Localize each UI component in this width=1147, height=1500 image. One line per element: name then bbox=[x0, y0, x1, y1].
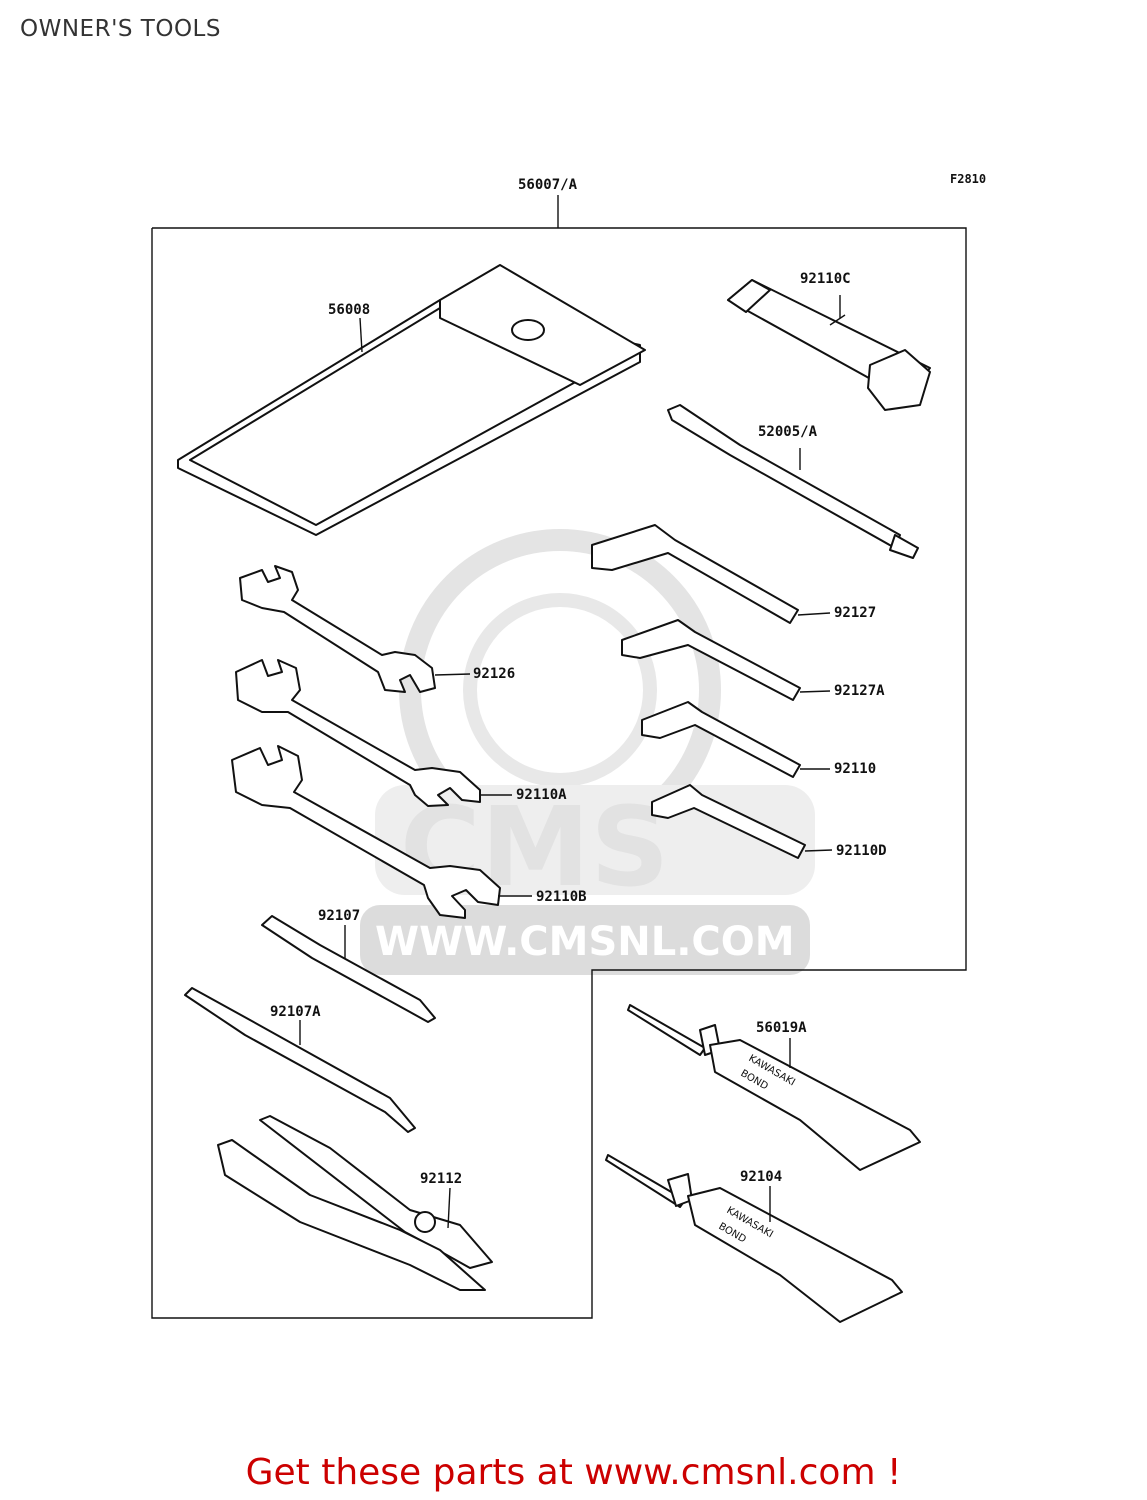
watermark: CMS WWW.CMSNL.COM bbox=[360, 529, 815, 975]
part-number-92110d: 92110D bbox=[836, 843, 887, 859]
part-number-92127a: 92127A bbox=[834, 683, 885, 699]
part-number-92112: 92112 bbox=[420, 1171, 462, 1187]
hex-key-92110d bbox=[651, 784, 833, 859]
hex-key-92127a bbox=[621, 619, 831, 701]
wrench-92110b bbox=[231, 745, 532, 919]
part-number-56008: 56008 bbox=[328, 302, 370, 318]
spark-plug-wrench bbox=[727, 279, 931, 411]
part-number-56019a: 56019A bbox=[756, 1020, 807, 1036]
screwdriver-92107a bbox=[184, 987, 416, 1133]
kit-boundary: 56007/A bbox=[151, 177, 967, 1319]
part-number-92110a: 92110A bbox=[516, 787, 567, 803]
part-number-92110b: 92110B bbox=[536, 889, 587, 905]
part-number-92127: 92127 bbox=[834, 605, 876, 621]
page-title: OWNER'S TOOLS bbox=[20, 16, 221, 42]
part-number-92104: 92104 bbox=[740, 1169, 782, 1185]
hex-key-92110 bbox=[641, 701, 830, 778]
part-number-92110c: 92110C bbox=[800, 271, 851, 287]
part-number-52005a: 52005/A bbox=[758, 424, 818, 440]
screwdriver-92107 bbox=[261, 915, 436, 1023]
pliers bbox=[217, 1115, 493, 1291]
parts-diagram: CMS WWW.CMSNL.COM F2810 56007/A 56008 92… bbox=[151, 172, 986, 1323]
part-number-92107a: 92107A bbox=[270, 1004, 321, 1020]
tool-bag bbox=[177, 264, 646, 536]
kit-label: 56007/A bbox=[518, 177, 578, 193]
part-number-92126: 92126 bbox=[473, 666, 515, 682]
wrench-92126 bbox=[239, 565, 471, 693]
part-number-92107: 92107 bbox=[318, 908, 360, 924]
hex-key-92127 bbox=[591, 524, 831, 624]
figure-code: F2810 bbox=[950, 172, 986, 186]
wrench-92110a bbox=[235, 659, 512, 807]
part-number-92110: 92110 bbox=[834, 761, 876, 777]
promo-banner[interactable]: Get these parts at www.cmsnl.com ! bbox=[245, 1452, 902, 1493]
watermark-url: WWW.CMSNL.COM bbox=[375, 919, 795, 965]
tool-handle bbox=[667, 404, 919, 559]
